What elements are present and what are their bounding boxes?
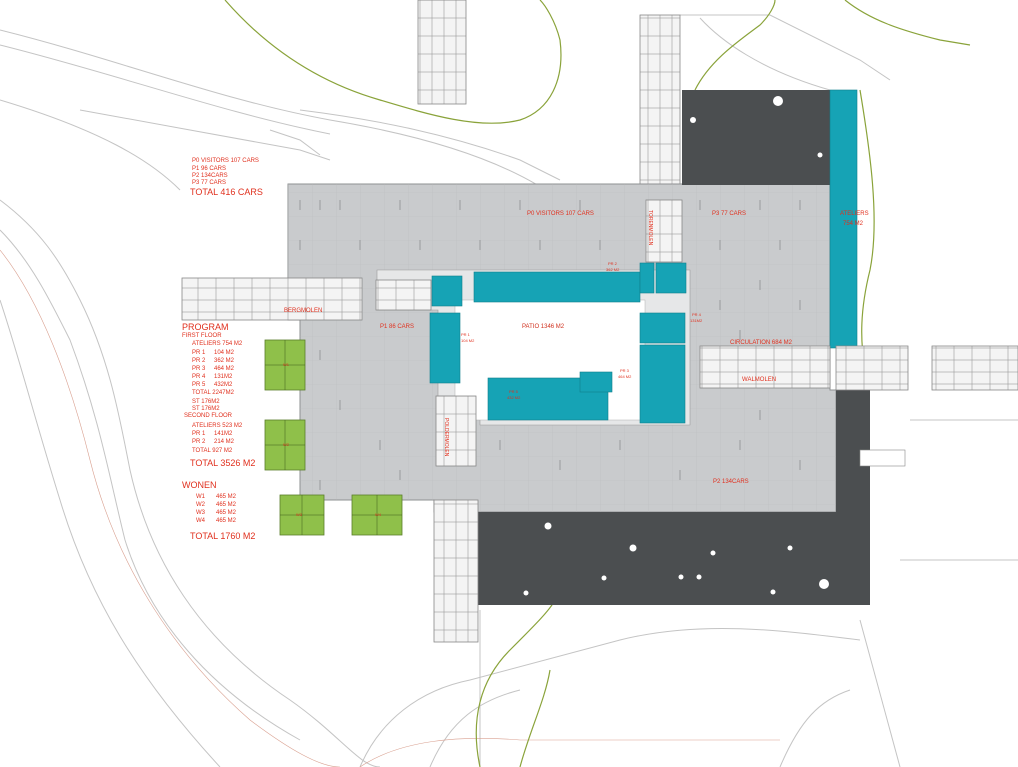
- label-torenmolen: TORENMOLEN: [647, 210, 653, 246]
- lightwells: [523, 96, 829, 596]
- parked-cars: [299, 200, 801, 490]
- program-row-value: 464 M2: [214, 366, 235, 372]
- wonen-row-value: 465 M2: [216, 502, 237, 508]
- parking-stalls-torenmolen: [645, 199, 683, 263]
- parking-stalls-north: [417, 0, 467, 105]
- site-boundary-red: [0, 249, 780, 767]
- program-row-key: PR 3: [192, 366, 206, 372]
- housing-unit-lines: [265, 340, 402, 535]
- program-row-value: 362 M2: [214, 358, 235, 364]
- label-w1: W1: [283, 362, 289, 367]
- program-row-key: PR 1: [192, 350, 206, 356]
- ramp-east: [859, 449, 906, 467]
- program-row-value: 104 M2: [214, 350, 235, 356]
- program-first-floor: FIRST FLOOR: [182, 333, 222, 339]
- wonen-row-key: W4: [196, 518, 205, 524]
- label-w4: W4: [375, 512, 381, 517]
- program-row-value: 432M2: [214, 382, 233, 388]
- label-pr3: PR 3: [620, 368, 629, 373]
- label-pr3-area: 464 M2: [618, 374, 632, 379]
- label-circulation: CIRCULATION 684 M2: [730, 340, 792, 346]
- program-row-key: PR 2: [192, 358, 206, 364]
- parking-stalls-bergmolen: [375, 279, 432, 311]
- label-w3: W3: [296, 512, 302, 517]
- parking-summary-p2: P2 134CARS: [192, 173, 228, 179]
- label-pr2-area: 362 M2: [606, 267, 620, 272]
- program-row-value: 214 M2: [214, 439, 235, 445]
- label-pr2: PR 2: [608, 261, 617, 266]
- label-pr1: PR 1: [461, 332, 470, 337]
- program-total-2: TOTAL 927 M2: [192, 448, 233, 454]
- wonen-heading: WONEN: [182, 480, 217, 490]
- label-walmolen: WALMOLEN: [742, 377, 777, 383]
- parking-stalls-walmolen: [699, 345, 831, 389]
- program-st-b: ST 176M2: [192, 406, 220, 412]
- program-st-a: ST 176M2: [192, 399, 220, 405]
- contour-lines-green: [224, 0, 971, 767]
- parking-stalls-south: [433, 499, 479, 643]
- dark-building-south: [478, 390, 870, 605]
- parking-summary-p0: P0 VISITORS 107 CARS: [192, 158, 259, 164]
- parking-stalls-poldermolen: [435, 395, 477, 467]
- parking-stalls-east: [835, 345, 909, 391]
- parking-stalls-northeast: [639, 14, 681, 186]
- teal-ateliers-east: [829, 89, 858, 349]
- wonen-row-value: 465 M2: [216, 518, 237, 524]
- wonen-row-value: 465 M2: [216, 494, 237, 500]
- wonen-row-key: W1: [196, 494, 205, 500]
- teal-ateliers: [429, 262, 687, 424]
- label-w2: W2: [283, 442, 289, 447]
- wonen-total: TOTAL 1760 M2: [190, 531, 256, 541]
- program-row-key: PR 4: [192, 374, 206, 380]
- program-row-value: 141M2: [214, 431, 233, 437]
- label-pr5-area: 432 M2: [507, 395, 521, 400]
- label-ateliers-east-area: 754 M2: [843, 221, 864, 227]
- program-row-key: PR 1: [192, 431, 206, 437]
- parking-summary-p1: P1 96 CARS: [192, 166, 227, 172]
- program-ateliers-1: ATELIERS 754 M2: [192, 341, 243, 347]
- label-p0-visitors: P0 VISITORS 107 CARS: [527, 211, 594, 217]
- label-p3: P3 77 CARS: [712, 211, 747, 217]
- program-ateliers-2: ATELIERS 523 M2: [192, 423, 243, 429]
- label-pr5: PR 5: [509, 389, 518, 394]
- label-p1: P1 86 CARS: [380, 324, 415, 330]
- program-heading: PROGRAM: [182, 322, 229, 332]
- wonen-row-value: 465 M2: [216, 510, 237, 516]
- label-pr4: PR 4: [692, 312, 701, 317]
- program-row-key: PR 2: [192, 439, 206, 445]
- program-second-floor: SECOND FLOOR: [184, 413, 233, 419]
- label-pr1-area: 104 M2: [461, 338, 475, 343]
- parking-stalls-far-east: [931, 345, 1018, 391]
- parking-summary-p3: P3 77 CARS: [192, 180, 227, 186]
- program-total: TOTAL 3526 M2: [190, 458, 256, 468]
- parking-stalls-west: [181, 277, 363, 321]
- label-pr4-area: 131M2: [690, 318, 703, 323]
- dark-building-north: [682, 90, 830, 185]
- label-poldermolen: POLDERMOLEN: [443, 418, 449, 457]
- site-road-lines: [0, 14, 1018, 767]
- label-patio: PATIO 1346 M2: [522, 324, 565, 330]
- program-total-1: TOTAL 2247M2: [192, 390, 234, 396]
- program-row-key: PR 5: [192, 382, 206, 388]
- program-row-value: 131M2: [214, 374, 233, 380]
- wonen-row-key: W3: [196, 510, 205, 516]
- parking-summary-total: TOTAL 416 CARS: [190, 187, 263, 197]
- label-p2: P2 134CARS: [713, 479, 749, 485]
- wonen-row-key: W2: [196, 502, 205, 508]
- label-bergmolen: BERGMOLEN: [284, 308, 323, 314]
- label-ateliers-east: ATELIERS: [840, 211, 869, 217]
